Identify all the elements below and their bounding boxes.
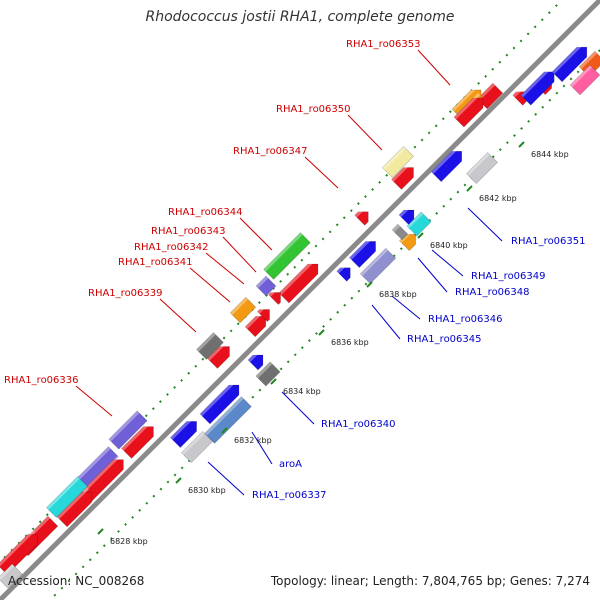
gene-label[interactable]: RHA1_ro06349: [471, 271, 546, 282]
gene-label[interactable]: RHA1_ro06350: [276, 104, 351, 115]
tick-mark: [318, 329, 325, 336]
gene-arrow[interactable]: [181, 431, 213, 463]
leader-line: [205, 252, 245, 285]
tick-label: 6832 kbp: [234, 436, 272, 445]
leader-line: [159, 298, 197, 333]
gene-arrow[interactable]: [196, 332, 224, 360]
leader-line: [222, 236, 257, 273]
reverse-tick-rail: [48, 48, 600, 600]
tick-mark: [466, 185, 473, 192]
gene-label[interactable]: RHA1_ro06340: [321, 419, 396, 430]
tick-label: 6834 kbp: [283, 387, 321, 396]
gene-arrow[interactable]: [569, 64, 600, 96]
gene-arrow[interactable]: [247, 350, 268, 371]
tick-mark: [366, 281, 373, 288]
gene-arrow[interactable]: [406, 211, 432, 237]
leader-line: [391, 295, 421, 320]
gene-arrow[interactable]: [257, 304, 275, 322]
gene-label[interactable]: RHA1_ro06347: [233, 146, 308, 157]
accession-text: Accession: NC_008268: [8, 574, 145, 588]
tick-label: 6830 kbp: [188, 486, 226, 495]
gene-arrow[interactable]: [398, 205, 419, 226]
leader-line: [189, 267, 231, 303]
gene-arrow[interactable]: [391, 223, 409, 241]
tick-mark: [221, 427, 228, 434]
leader-line: [417, 257, 448, 293]
gene-arrow[interactable]: [255, 275, 277, 297]
leader-line: [75, 385, 113, 417]
gene-label[interactable]: RHA1_ro06336: [4, 375, 79, 386]
gene-arrow[interactable]: [244, 311, 270, 338]
tick-mark: [417, 232, 424, 239]
gene-label[interactable]: RHA1_ro06337: [252, 490, 327, 501]
gene-arrow[interactable]: [430, 146, 466, 183]
gene-label[interactable]: RHA1_ro06351: [511, 236, 586, 247]
gene-arrow[interactable]: [354, 206, 373, 226]
gene-label[interactable]: RHA1_ro06344: [168, 207, 243, 218]
leader-line: [347, 114, 383, 151]
tick-mark: [270, 378, 277, 385]
leader-line: [304, 156, 339, 189]
gene-label[interactable]: RHA1_ro06345: [407, 334, 482, 345]
gene-arrow[interactable]: [199, 380, 244, 425]
gene-arrow[interactable]: [551, 42, 592, 83]
tick-label: 6838 kbp: [379, 290, 417, 299]
gene-label[interactable]: RHA1_ro06353: [346, 39, 421, 50]
tick-mark: [97, 528, 104, 535]
leader-line: [371, 304, 401, 340]
gene-label[interactable]: RHA1_ro06341: [118, 257, 193, 268]
tick-label: 6842 kbp: [479, 194, 517, 203]
leader-line: [417, 49, 451, 86]
gene-arrow[interactable]: [382, 146, 414, 178]
gene-arrow[interactable]: [359, 247, 397, 285]
gene-arrow[interactable]: [46, 476, 88, 518]
gene-label[interactable]: RHA1_ro06343: [151, 226, 226, 237]
tick-label: 6844 kbp: [531, 150, 569, 159]
gene-label[interactable]: RHA1_ro06346: [428, 314, 503, 325]
gene-arrow[interactable]: [453, 93, 488, 128]
gene-arrow[interactable]: [466, 152, 498, 184]
gene-label[interactable]: RHA1_ro06348: [455, 287, 530, 298]
gene-arrow[interactable]: [0, 563, 23, 589]
gene-label[interactable]: RHA1_ro06339: [88, 288, 163, 299]
gene-arrow[interactable]: [520, 66, 559, 106]
leader-line: [281, 391, 315, 425]
tick-label: 6836 kbp: [331, 338, 369, 347]
gene-arrow[interactable]: [204, 396, 252, 444]
genome-title: Rhodococcus jostii RHA1, complete genome: [145, 9, 455, 25]
gene-arrow[interactable]: [108, 410, 148, 450]
gene-arrow[interactable]: [278, 259, 323, 304]
leader-line: [251, 431, 273, 465]
gene-arrow[interactable]: [391, 162, 419, 190]
gene-arrow[interactable]: [255, 361, 281, 387]
tick-label: 6828 kbp: [110, 537, 148, 546]
gene-arrow[interactable]: [268, 287, 286, 305]
gene-label[interactable]: RHA1_ro06342: [134, 242, 209, 253]
leader-line: [467, 207, 503, 242]
gene-arrow[interactable]: [56, 487, 97, 528]
gene-arrow[interactable]: [349, 236, 380, 268]
leader-line: [207, 461, 245, 496]
tick-mark: [518, 141, 525, 148]
gene-arrow[interactable]: [207, 341, 235, 369]
leader-line: [239, 217, 273, 251]
tick-label: 6840 kbp: [430, 241, 468, 250]
gene-arrow[interactable]: [229, 296, 257, 324]
gene-arrow[interactable]: [336, 262, 355, 282]
tick-mark: [175, 477, 182, 484]
gene-arrow[interactable]: [170, 416, 201, 448]
gene-arrow[interactable]: [263, 232, 311, 280]
gene-arrow[interactable]: [121, 421, 159, 459]
leader-line: [431, 249, 464, 277]
genome-summary-text: Topology: linear; Length: 7,804,765 bp; …: [270, 574, 590, 588]
gene-label[interactable]: aroA: [279, 459, 302, 470]
